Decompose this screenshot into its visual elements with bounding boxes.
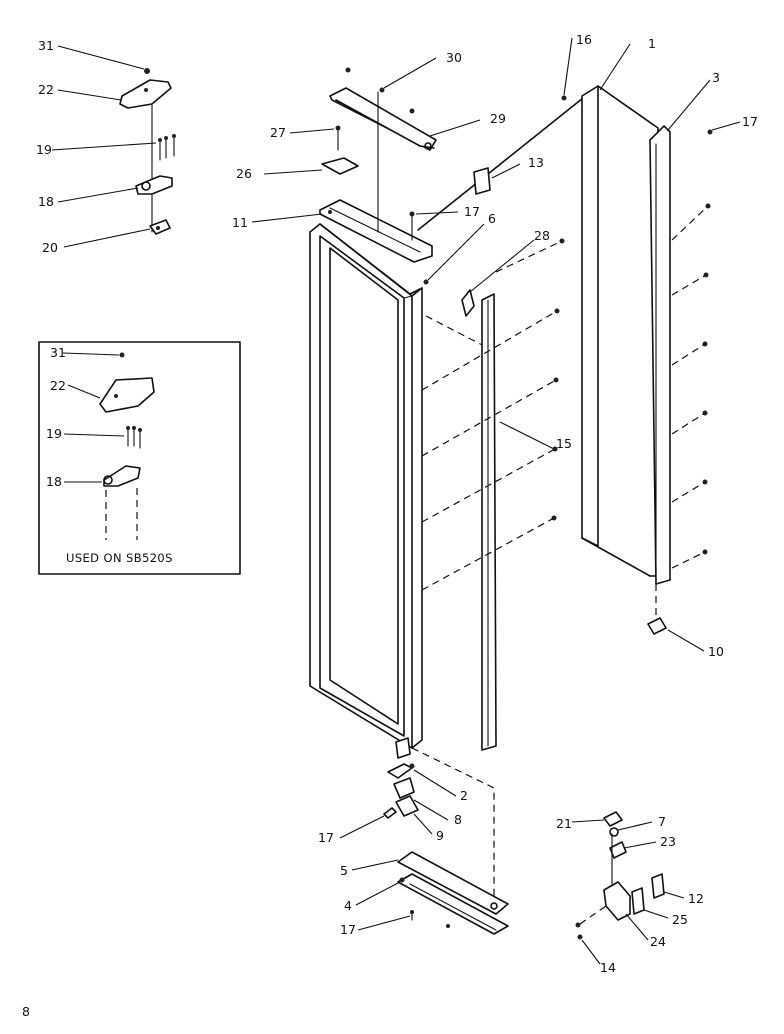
callout-30: 30 <box>446 50 462 65</box>
callout-18-top: 18 <box>38 194 54 209</box>
callout-2: 2 <box>460 788 468 803</box>
callout-17-bottom: 17 <box>340 922 356 937</box>
callout-6: 6 <box>488 211 496 226</box>
callout-13: 13 <box>528 155 544 170</box>
callout-22-inset: 22 <box>50 378 66 393</box>
callout-16: 16 <box>576 32 592 47</box>
callout-19-inset: 19 <box>46 426 62 441</box>
callout-20: 20 <box>42 240 58 255</box>
callout-5: 5 <box>340 863 348 878</box>
cabinet-assembly <box>251 37 741 935</box>
callout-14: 14 <box>600 960 616 975</box>
callout-28: 28 <box>534 228 550 243</box>
callout-18-inset: 18 <box>46 474 62 489</box>
callout-17-rail: 17 <box>464 204 480 219</box>
callout-21: 21 <box>556 816 572 831</box>
inset-note: USED ON SB520S <box>66 551 173 565</box>
callout-27: 27 <box>270 125 286 140</box>
callout-1: 1 <box>648 36 656 51</box>
callout-11: 11 <box>232 215 248 230</box>
callout-17-right: 17 <box>742 114 758 129</box>
callout-4: 4 <box>344 898 352 913</box>
bottom-hinge-assembly <box>571 811 685 965</box>
callout-24: 24 <box>650 934 666 949</box>
callout-7: 7 <box>658 814 666 829</box>
top-hinge-assembly <box>51 45 176 248</box>
callout-17-bottom-left: 17 <box>318 830 334 845</box>
callout-31-inset: 31 <box>50 345 66 360</box>
callout-22-top: 22 <box>38 82 54 97</box>
callout-9: 9 <box>436 828 444 843</box>
callout-12: 12 <box>688 891 704 906</box>
callout-31-top: 31 <box>38 38 54 53</box>
callout-3: 3 <box>712 70 720 85</box>
callout-8: 8 <box>454 812 462 827</box>
callout-29: 29 <box>490 111 506 126</box>
callout-10: 10 <box>708 644 724 659</box>
callout-25: 25 <box>672 912 688 927</box>
callout-labels: 31 22 19 18 20 31 22 19 18 16 1 30 3 17 … <box>22 32 758 1019</box>
callout-23: 23 <box>660 834 676 849</box>
callout-15: 15 <box>556 436 572 451</box>
callout-26: 26 <box>236 166 252 181</box>
inset-sb520s: USED ON SB520S <box>38 341 241 575</box>
callout-19-top: 19 <box>36 142 52 157</box>
page-number: 8 <box>22 1004 30 1019</box>
